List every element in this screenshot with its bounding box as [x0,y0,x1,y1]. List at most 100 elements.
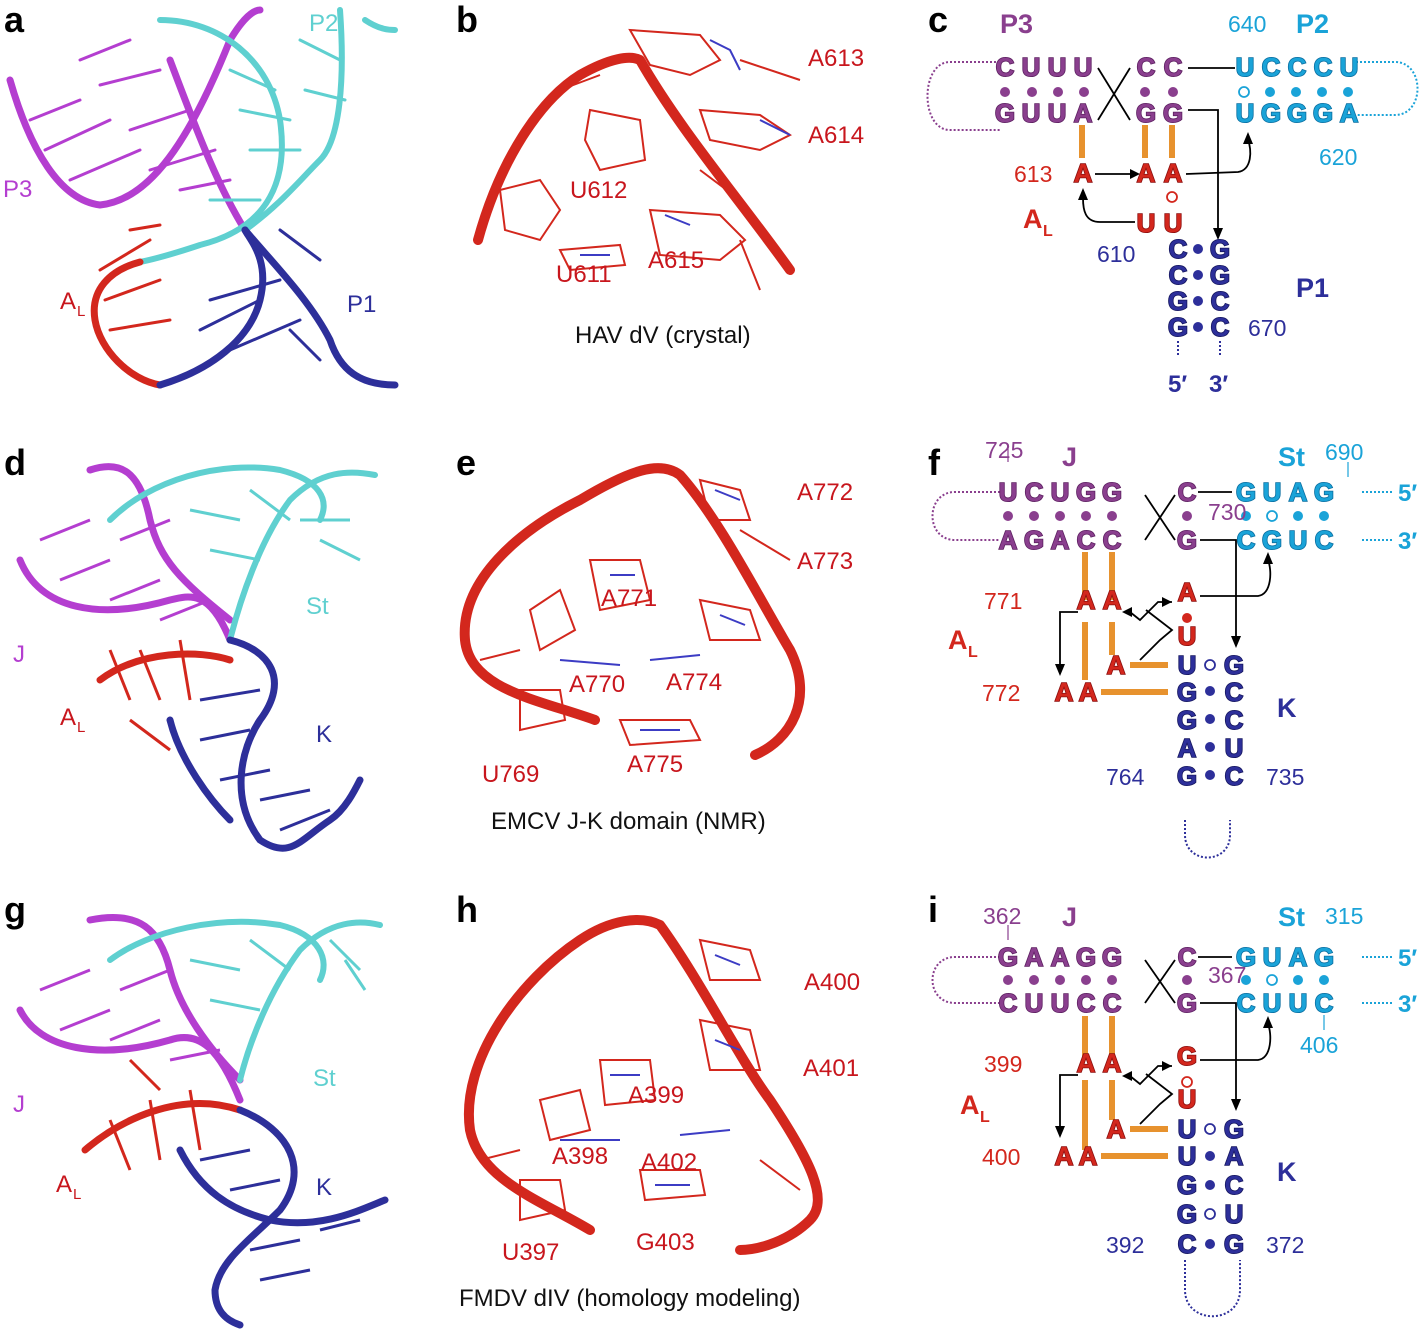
panel-b-res-a614: A614 [808,122,864,149]
panel-b-structure: A613 A614 U612 A615 U611 HAV dV (crystal… [473,28,864,349]
panel-c-nt: U [1236,98,1255,128]
panel-b-res-a615: A615 [648,247,704,274]
panel-b-caption: HAV dV (crystal) [575,322,751,349]
panel-e-res-a770: A770 [569,671,625,698]
panel-label-d: d [4,442,26,483]
panel-f-nt: G [1177,761,1197,791]
panel-f-nt: G [1236,477,1256,507]
panel-e-res-a775: A775 [627,751,683,778]
panel-e-res-a773: A773 [797,548,853,575]
panel-e-structure: A772 A773 A771 A770 A774 U769 A775 EMCV … [459,463,853,835]
panel-d-label-k: K [316,721,332,748]
panel-c-nt: U [1164,208,1183,238]
panel-i-nt: U [1051,988,1070,1018]
panel-h-caption: FMDV dIV (homology modeling) [459,1285,800,1312]
panel-f-nt: A [1051,525,1070,555]
panel-a-structure: P3 P2 A L P1 [3,6,399,389]
panel-i-num-406: 406 [1300,1032,1338,1058]
panel-i-nt: G [1224,1114,1244,1144]
panel-f-num-730: 730 [1208,499,1246,525]
panel-f-nt: C [1237,525,1256,555]
panel-g-label-st: St [313,1065,336,1092]
panel-f-nt: A [1055,677,1074,707]
panel-f-nt: U [1178,621,1197,651]
panel-i-domain-al-sub: L [980,1109,990,1126]
panel-f-nt: A [1289,477,1308,507]
panel-d-label-al: A [60,704,76,731]
panel-c-nt: G [995,98,1015,128]
panel-d-label-al-sub: L [77,719,85,736]
panel-e-caption: EMCV J-K domain (NMR) [491,808,766,835]
panel-h-res-u397: U397 [502,1239,559,1266]
panel-label-a: a [4,0,25,40]
panel-c-num-610: 610 [1097,241,1135,267]
panel-f-domain-al-sub: L [968,644,978,661]
panel-i-nt: A [1055,1141,1074,1171]
panel-a-label-al: A [60,288,76,315]
panel-f-diagram: U C U G G A G A C C C G G U A G C G U C … [931,437,1417,859]
panel-i-num-315: 315 [1325,903,1363,929]
panel-h-res-a398: A398 [552,1143,608,1170]
panel-f-nt: G [1076,477,1096,507]
panel-c-nt: C [996,52,1015,82]
panel-c-nt: G [1210,260,1230,290]
panel-i-nt: G [1236,942,1256,972]
panel-h-res-a402: A402 [641,1149,697,1176]
panel-i-nt: C [1225,1170,1244,1200]
panel-f-domain-k: K [1277,693,1297,723]
panel-h-structure: A400 A401 A399 A398 A402 U397 G403 FMDV … [459,915,860,1312]
panel-f-nt: U [999,477,1018,507]
panel-i-diagram: G A A G G C U U C C C G G U A G C U U C … [931,902,1417,1318]
panel-g-label-al: A [56,1171,72,1198]
panel-i-nt: G [1177,1041,1197,1071]
panel-f-nt: C [1315,525,1334,555]
panel-label-i: i [928,889,938,930]
panel-f-nt: G [1262,525,1282,555]
panel-i-nt: U [1178,1084,1197,1114]
panel-f-five-prime: 5′ [1398,480,1417,507]
panel-f-nt: C [1103,525,1122,555]
panel-i-nt: G [1224,1229,1244,1259]
panel-c-nt: C [1169,234,1188,264]
panel-f-nt: G [1102,477,1122,507]
panel-f-num-735: 735 [1266,764,1304,790]
panel-c-nt: A [1074,98,1093,128]
panel-c-nt: U [1048,52,1067,82]
panel-a-label-p2: P2 [309,10,338,37]
panel-i-nt: G [1076,942,1096,972]
panel-c-three-prime: 3′ [1209,371,1228,398]
panel-h-res-g403: G403 [636,1229,695,1256]
panel-b-res-u611: U611 [556,261,612,288]
panel-i-nt: G [1102,942,1122,972]
panel-c-nt: A [1074,158,1093,188]
panel-label-b: b [456,0,478,40]
panel-c-domain-al-sub: L [1043,223,1053,240]
panel-c-nt: C [1164,52,1183,82]
panel-c-num-670: 670 [1248,315,1286,341]
panel-i-num-399: 399 [984,1051,1022,1077]
panel-i-nt: C [1237,988,1256,1018]
panel-c-nt: U [1074,52,1093,82]
panel-c-domain-p1: P1 [1296,273,1329,303]
panel-f-nt: U [1178,650,1197,680]
panel-c-nt: C [1169,260,1188,290]
panel-g-structure: J St A L K [13,913,389,1329]
panel-g-label-al-sub: L [73,1186,81,1203]
panel-f-num-772: 772 [982,680,1020,706]
panel-f-nt: C [1178,477,1197,507]
panel-i-nt: U [1178,1141,1197,1171]
panel-g-label-k: K [316,1174,332,1201]
panel-i-num-400: 400 [982,1144,1020,1170]
panel-c-nt: U [1022,98,1041,128]
panel-i-nt: G [1177,988,1197,1018]
panel-f-nt: A [1077,585,1096,615]
panel-i-nt: A [1289,942,1308,972]
panel-f-domain-st: St [1278,442,1305,472]
panel-a-label-p1: P1 [347,291,376,318]
panel-i-domain-st: St [1278,902,1305,932]
panel-i-nt: U [1225,1199,1244,1229]
panel-b-res-u612: U612 [570,177,627,204]
panel-e-res-u769: U769 [482,761,539,788]
panel-i-nt: C [999,988,1018,1018]
panel-c-nt: U [1236,52,1255,82]
